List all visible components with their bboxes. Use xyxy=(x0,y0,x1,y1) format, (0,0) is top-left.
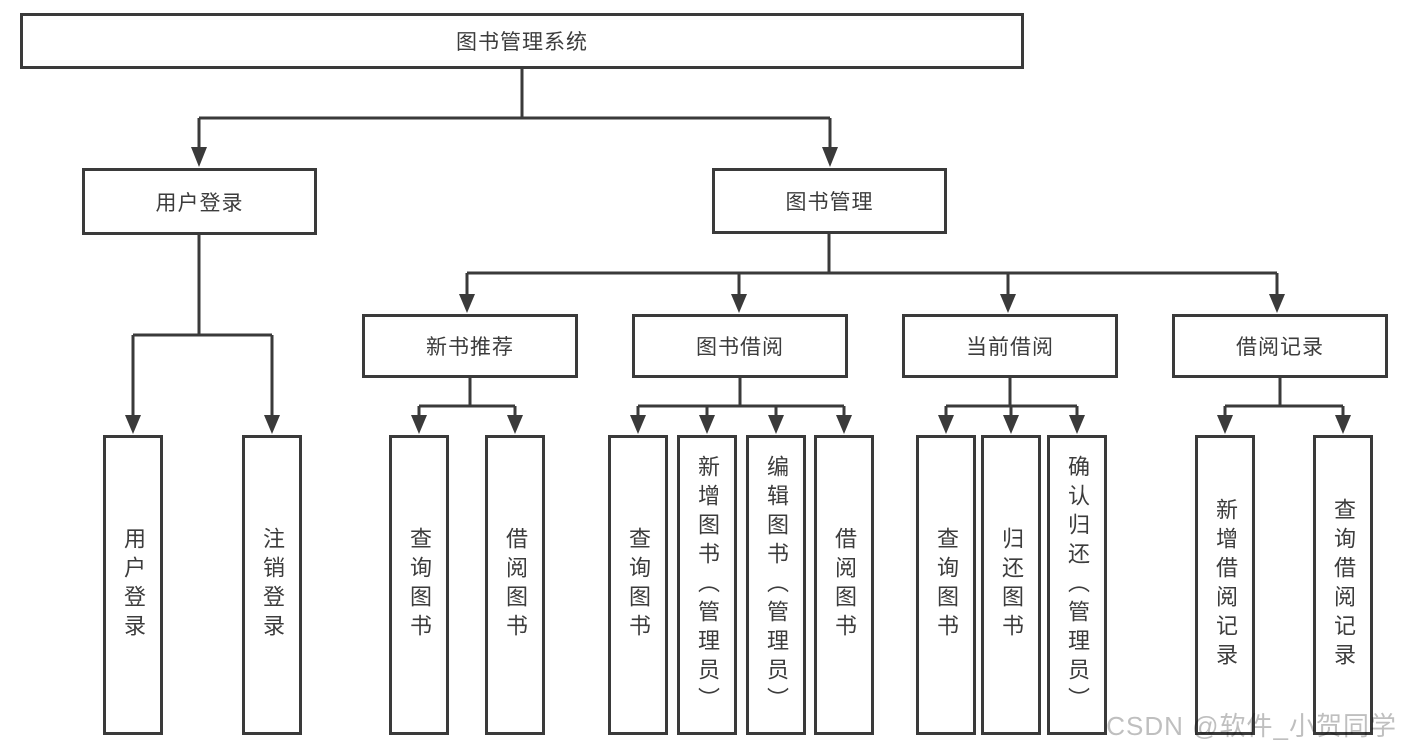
leaf-add-books-admin: 新增图书（管理员） xyxy=(677,435,737,735)
leaf-query-borrow-record: 查询借阅记录 xyxy=(1313,435,1373,735)
node-book-borrow: 图书借阅 xyxy=(632,314,848,378)
connector-user-login xyxy=(125,235,280,434)
csdn-watermark: CSDN @软件_小贺同学 xyxy=(1106,711,1397,741)
node-system-root: 图书管理系统 xyxy=(20,13,1024,69)
leaf-query-books-recommend: 查询图书 xyxy=(389,435,449,735)
node-current-borrow: 当前借阅 xyxy=(902,314,1118,378)
connector-root xyxy=(191,69,838,167)
leaf-borrow-books: 借阅图书 xyxy=(814,435,874,735)
leaf-confirm-return-admin: 确认归还（管理员） xyxy=(1047,435,1107,735)
node-new-book-recommend: 新书推荐 xyxy=(362,314,578,378)
leaf-user-login: 用户登录 xyxy=(103,435,163,735)
node-book-management: 图书管理 xyxy=(712,168,947,234)
node-borrow-records: 借阅记录 xyxy=(1172,314,1388,378)
connector-borrow-records xyxy=(1217,378,1351,434)
leaf-edit-books-admin: 编辑图书（管理员） xyxy=(746,435,806,735)
leaf-return-books: 归还图书 xyxy=(981,435,1041,735)
leaf-logout: 注销登录 xyxy=(242,435,302,735)
leaf-add-borrow-record: 新增借阅记录 xyxy=(1195,435,1255,735)
leaf-query-books-current: 查询图书 xyxy=(916,435,976,735)
connector-current-borrow xyxy=(938,378,1085,434)
leaf-query-books-borrow: 查询图书 xyxy=(608,435,668,735)
leaf-borrow-books-recommend: 借阅图书 xyxy=(485,435,545,735)
connector-book-borrow xyxy=(630,378,852,434)
connector-book-management xyxy=(459,233,1285,313)
node-user-login: 用户登录 xyxy=(82,168,317,235)
connector-new-book-recommend xyxy=(411,378,523,434)
